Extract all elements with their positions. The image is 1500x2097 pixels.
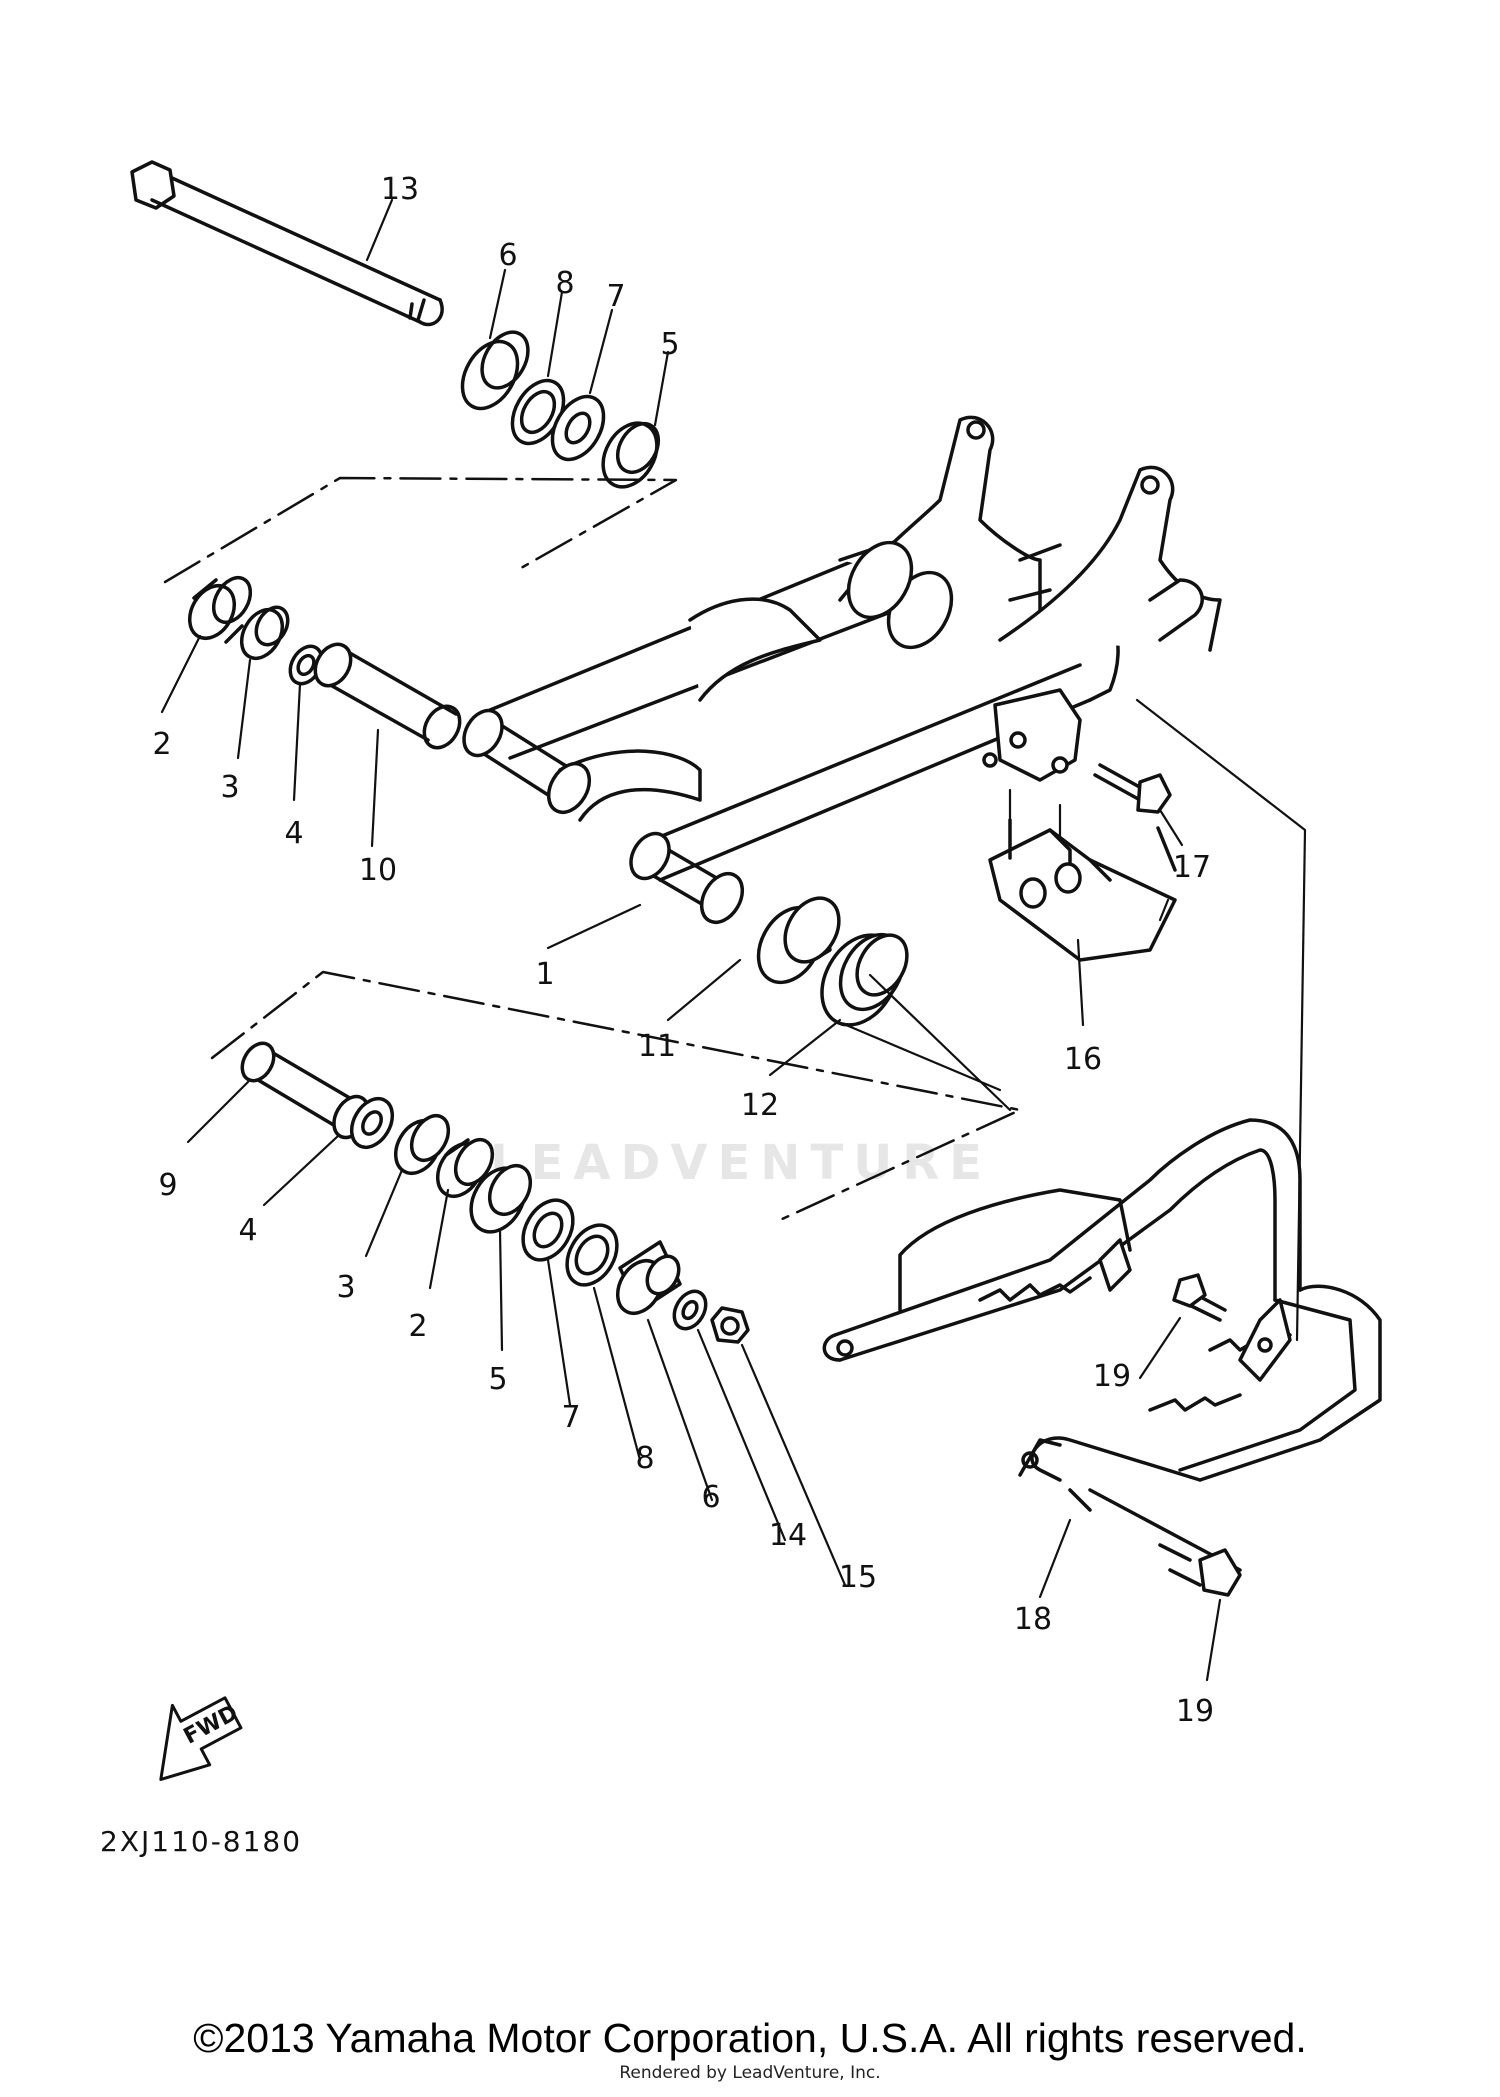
callout-19: 19: [1092, 1359, 1132, 1394]
callout-7: 7: [606, 279, 626, 314]
bolt-19-drawing: [1088, 1273, 1242, 1597]
copyright-notice: ©2013 Yamaha Motor Corporation, U.S.A. A…: [193, 2015, 1307, 2061]
swing-arm-drawing: [462, 415, 1222, 924]
upper-assembly-bracket: [163, 476, 678, 584]
callout-5b: 5: [488, 1362, 508, 1397]
collar-10-drawing: [313, 642, 462, 750]
callout-14: 14: [768, 1518, 808, 1553]
rendered-by-notice: Rendered by LeadVenture, Inc.: [619, 2063, 881, 2083]
axle-bolt-drawing: [130, 160, 444, 327]
callout-1: 1: [535, 957, 555, 992]
callout-8: 8: [555, 266, 575, 301]
watermark-text: LEADVENTURE: [490, 1135, 992, 1191]
callout-3b: 3: [336, 1270, 356, 1305]
upper-seal-set: [460, 330, 661, 489]
callout-4: 4: [284, 816, 304, 851]
callout-3: 3: [220, 770, 240, 805]
callout-4b: 4: [238, 1213, 258, 1248]
bolt-17-drawing: [1093, 763, 1177, 872]
lower-bearing-set: [240, 1041, 750, 1344]
callout-11: 11: [637, 1029, 677, 1064]
callout-17: 17: [1172, 850, 1212, 885]
callout-18: 18: [1013, 1602, 1053, 1637]
reference-lines: [160, 198, 1307, 1682]
callout-16: 16: [1063, 1042, 1103, 1077]
callout-10: 10: [358, 853, 398, 888]
left-bearing-set: [187, 575, 324, 686]
callout-2b: 2: [408, 1309, 428, 1344]
callout-5: 5: [660, 327, 680, 362]
callout-9: 9: [158, 1168, 178, 1203]
callout-8b: 8: [635, 1441, 655, 1476]
callout-15: 15: [838, 1560, 878, 1595]
chain-guide-drawing: [988, 818, 1177, 962]
callout-6b: 6: [701, 1480, 721, 1515]
bushings-11-12-drawing: [756, 896, 909, 1027]
callout-12: 12: [740, 1088, 780, 1123]
fwd-arrow-icon: [159, 1696, 243, 1781]
diagram-part-code: 2XJ110-8180: [100, 1825, 303, 1858]
lower-assembly-bracket: [210, 970, 1022, 1222]
callout-7b: 7: [561, 1400, 581, 1435]
callout-6: 6: [498, 238, 518, 273]
callout-2: 2: [152, 727, 172, 762]
footrest-bar-drawing: [822, 1118, 1382, 1512]
callout-19b: 19: [1175, 1694, 1215, 1729]
callout-13: 13: [380, 172, 420, 207]
